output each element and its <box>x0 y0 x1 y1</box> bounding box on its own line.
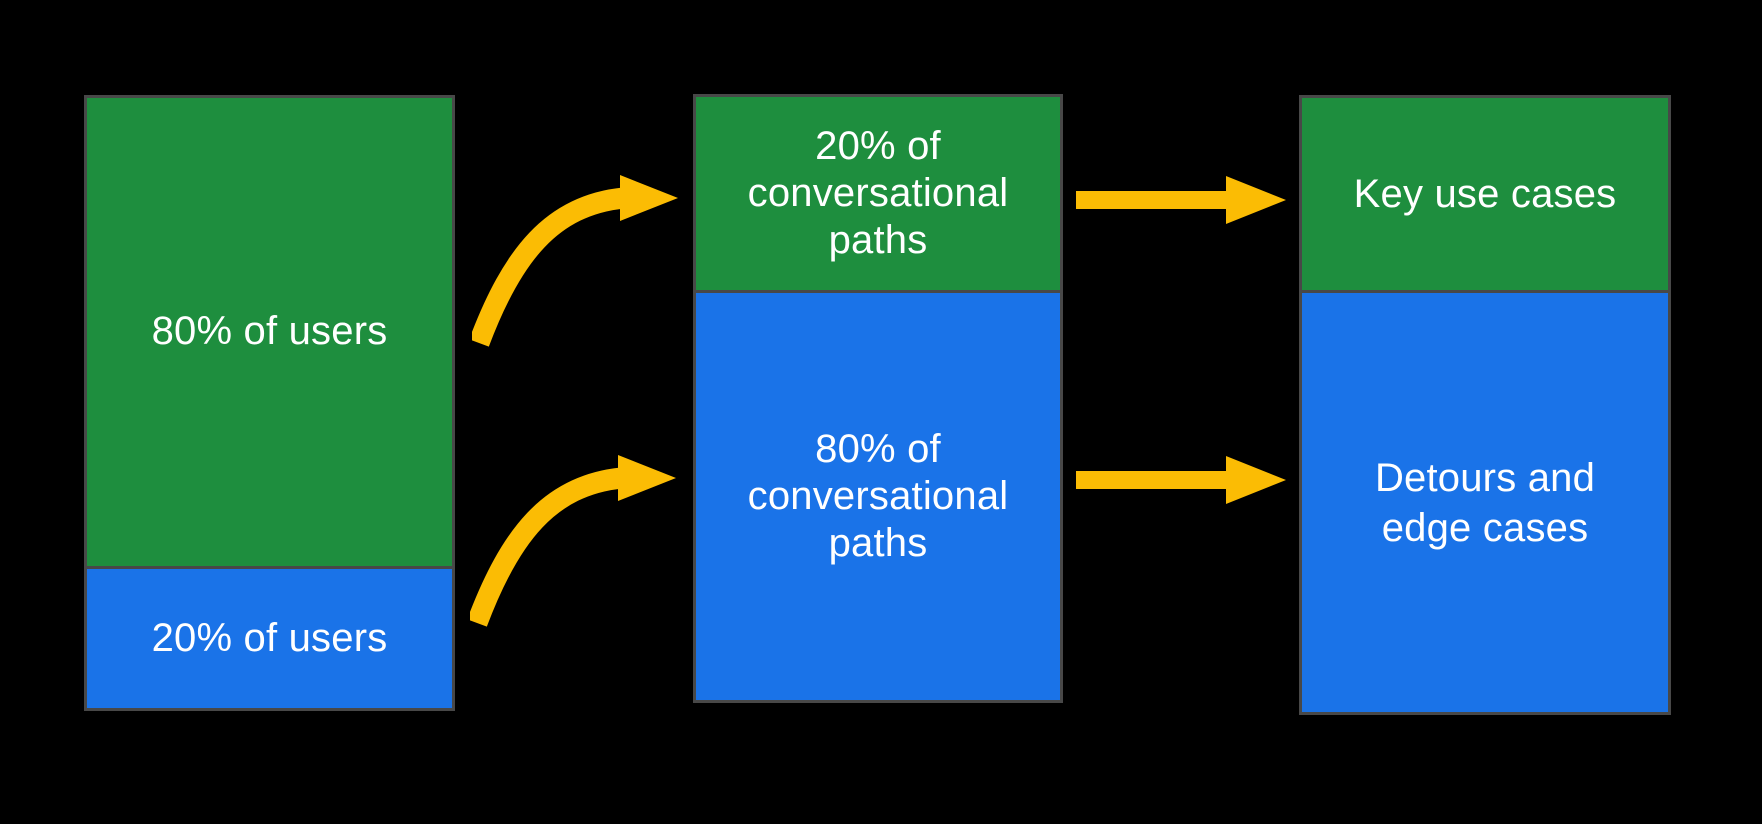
straight-arrow-paths80-to-detours-icon <box>1076 456 1286 504</box>
straight-arrow-paths20-to-keycases-icon <box>1076 176 1286 224</box>
segment-users-80: 80% of users <box>87 98 452 566</box>
segment-detours-edge-cases-label: Detours and edge cases <box>1374 455 1596 550</box>
segment-key-use-cases: Key use cases <box>1302 98 1668 290</box>
segment-users-20-label: 20% of users <box>151 615 388 660</box>
segment-paths-20: 20% of conversational paths <box>696 97 1060 290</box>
segment-paths-80: 80% of conversational paths <box>696 290 1060 700</box>
segment-detours-edge-cases: Detours and edge cases <box>1302 290 1668 712</box>
segment-users-80-label: 80% of users <box>151 309 388 354</box>
curved-arrow-users80-to-paths20-icon <box>472 175 684 350</box>
bar-users: 80% of users 20% of users <box>84 95 455 711</box>
segment-key-use-cases-label: Key use cases <box>1353 172 1617 216</box>
bar-conversational-paths: 20% of conversational paths 80% of conve… <box>693 94 1063 703</box>
segment-paths-20-label: 20% of conversational paths <box>747 123 1009 263</box>
bar-outcomes: Key use cases Detours and edge cases <box>1299 95 1671 715</box>
segment-users-20: 20% of users <box>87 566 452 708</box>
segment-paths-80-label: 80% of conversational paths <box>747 426 1009 566</box>
curved-arrow-users20-to-paths80-icon <box>470 455 682 630</box>
